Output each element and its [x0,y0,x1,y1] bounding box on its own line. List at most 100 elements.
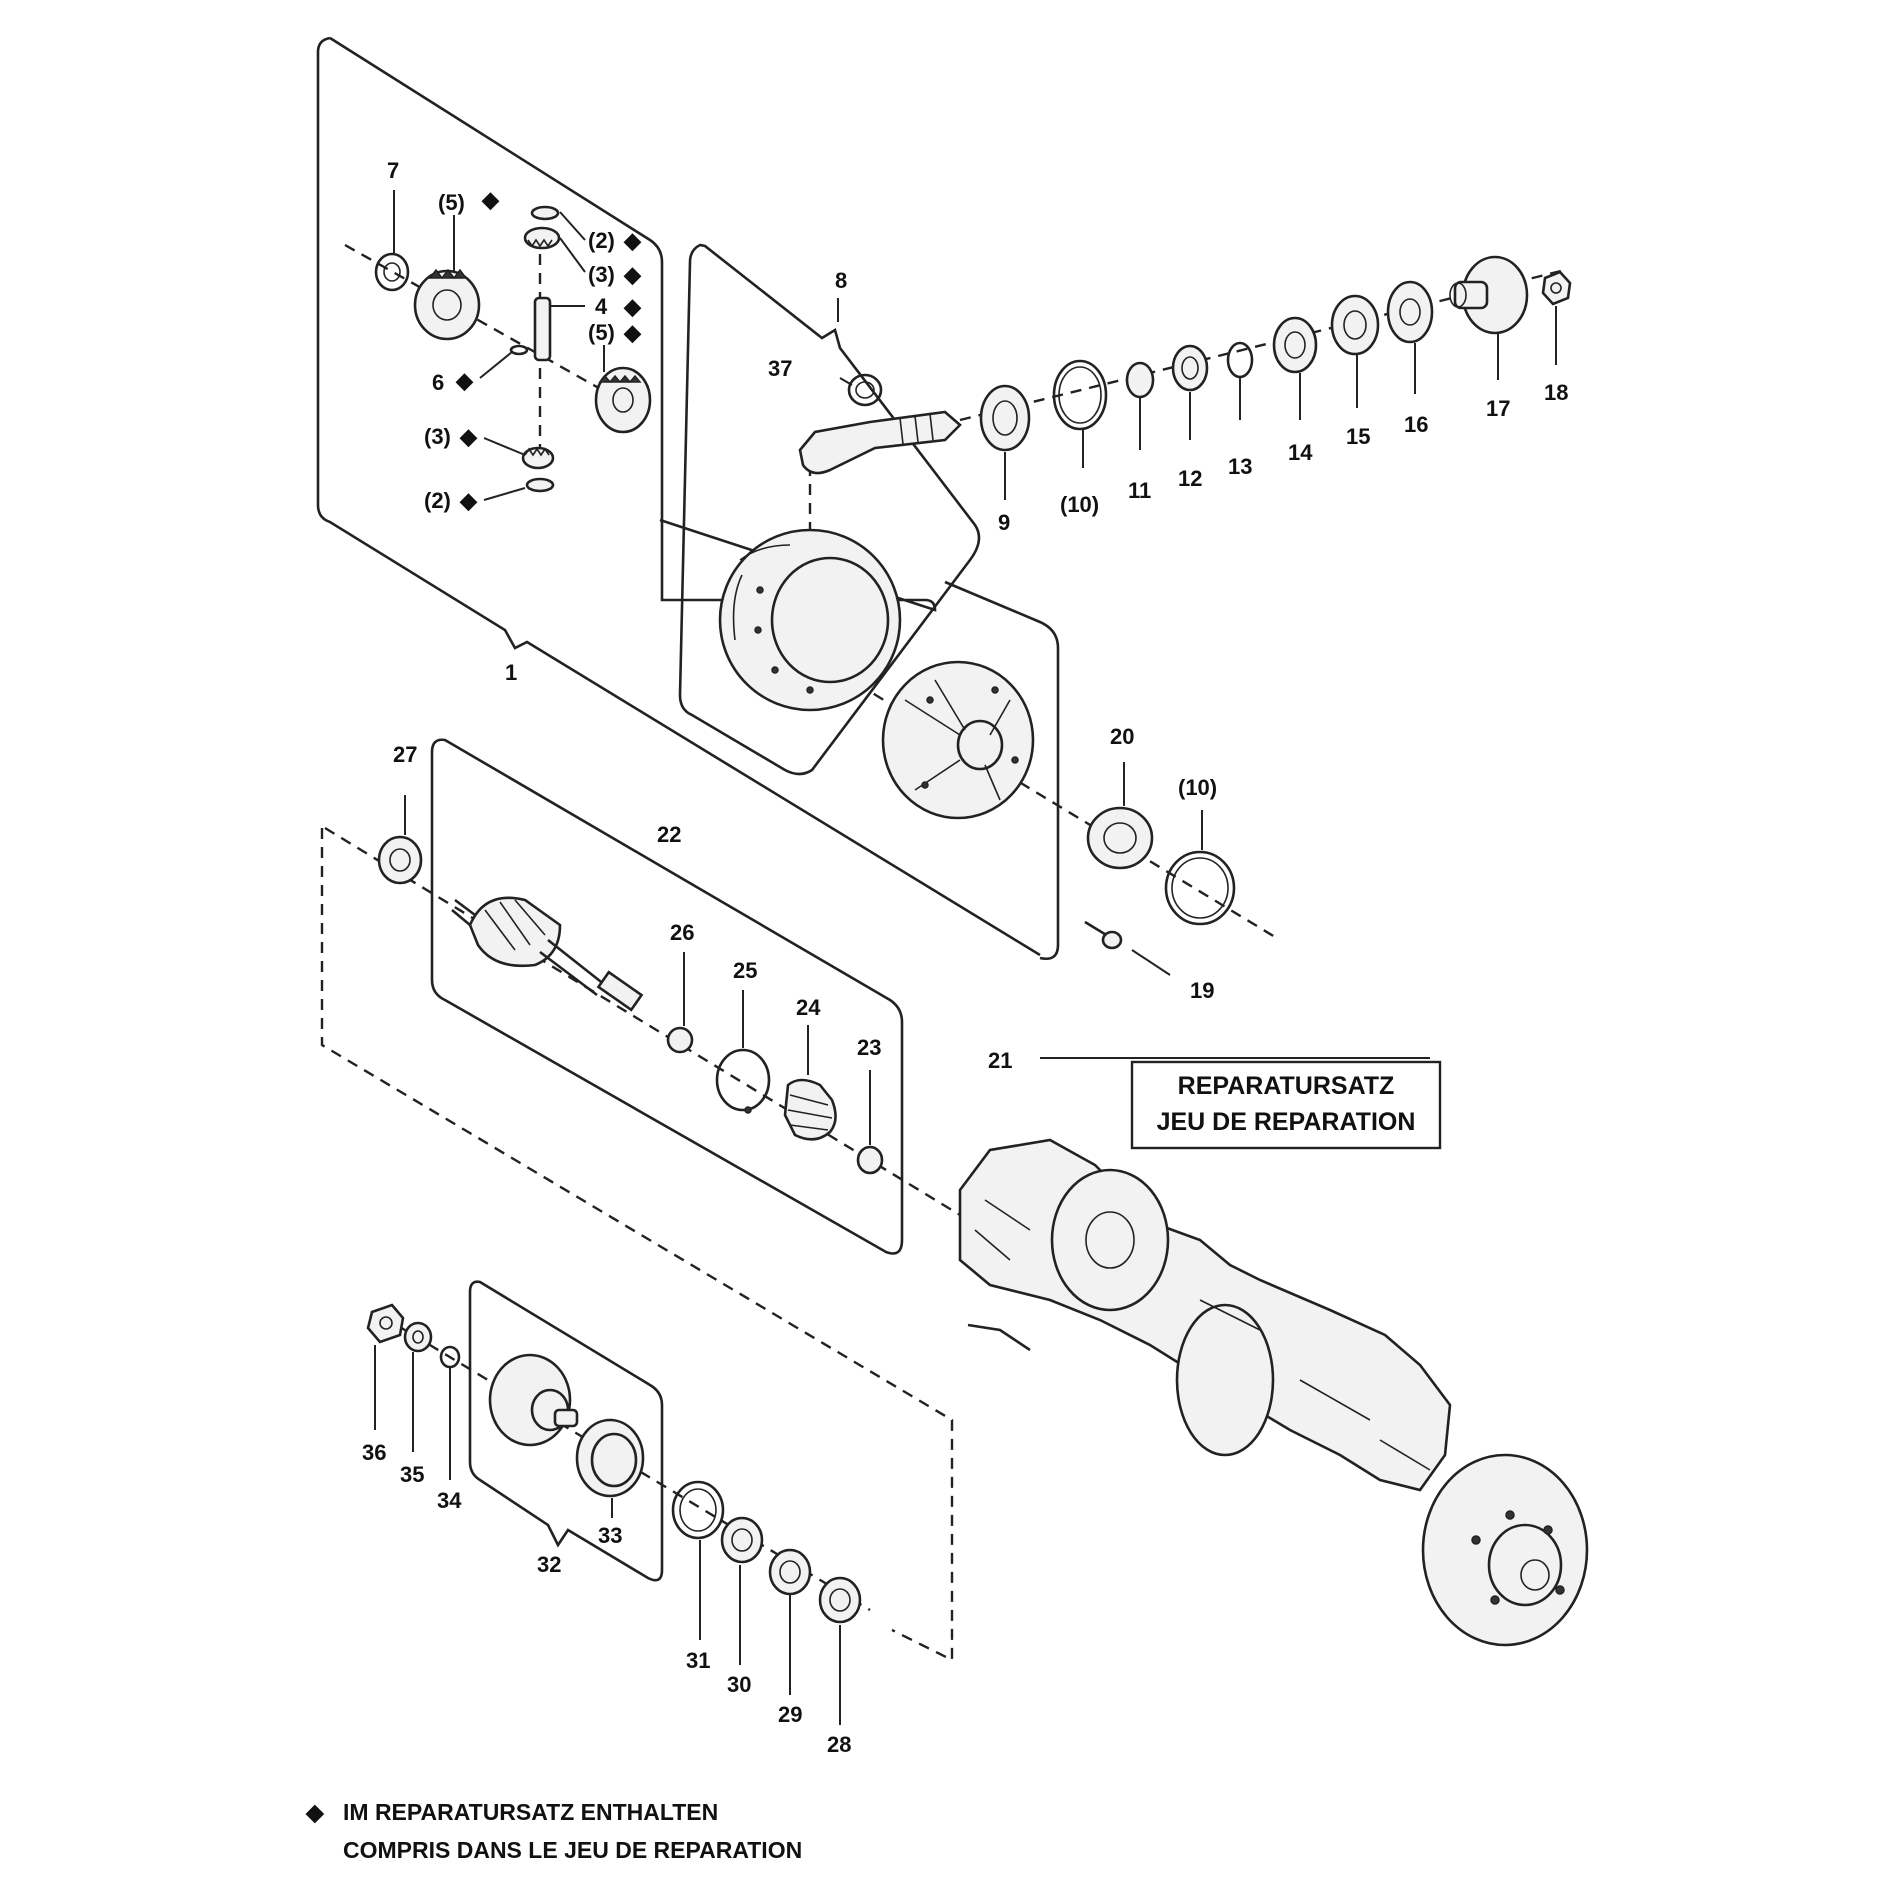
label-part-33: 33 [598,1523,622,1548]
label-part-6: 6 [432,370,444,395]
label-part-20: 20 [1110,724,1134,749]
label-part-11: 11 [1128,478,1151,503]
label-part-2-top: (2) [588,228,615,253]
label-part-23: 23 [857,1035,881,1060]
part-7-thrust-washer[interactable] [374,252,410,292]
axle-housing-assembly[interactable] [958,1138,1589,1647]
part-29-bearing[interactable] [768,1548,812,1596]
marker-diamond: ◆ [481,187,500,212]
part-34-ring[interactable] [439,1345,461,1369]
label-part-16: 16 [1404,412,1428,437]
label-part-25: 25 [733,958,757,983]
panel-differential-case [944,580,1060,960]
legend-line-1: IM REPARATURSATZ ENTHALTEN [343,1799,718,1825]
label-part-2-bottom: (2) [424,488,451,513]
part-9-bearing[interactable] [979,384,1031,452]
label-part-4: 4 [595,294,608,319]
label-part-37: 37 [768,356,792,381]
part-23-clamp-small[interactable] [856,1145,884,1175]
label-part-34: 34 [437,1488,462,1513]
label-part-36: 36 [362,1440,386,1465]
part-24-boot[interactable] [783,1078,837,1141]
label-part-7: 7 [387,158,399,183]
repair-kit-line-2: JEU DE REPARATION [1157,1108,1416,1136]
label-part-26: 26 [670,920,694,945]
part-30-seal[interactable] [720,1516,764,1564]
leader-lines [374,190,1557,1725]
repair-kit-box: REPARATURSATZ JEU DE REPARATION [1130,1060,1442,1150]
part-20-bearing[interactable] [1086,806,1154,870]
part-25-clamp[interactable] [715,1048,771,1114]
label-part-19: 19 [1190,978,1214,1003]
part-3-pinion-gear-top[interactable] [523,226,561,250]
axis-line-outer-boundary [320,828,954,1662]
marker-diamond: ◆ [459,488,478,513]
marker-diamond: ◆ [623,228,642,253]
label-part-3-bottom: (3) [424,424,451,449]
repair-kit-line-1: REPARATURSATZ [1178,1072,1395,1100]
part-2-thrust-washer-bottom[interactable] [525,477,555,493]
part-36-nut[interactable] [366,1303,405,1344]
part-3-pinion-gear-bottom[interactable] [521,446,555,470]
part-31-ring[interactable] [671,1480,725,1540]
label-part-1: 1 [505,660,517,685]
part-16-dust-deflector[interactable] [1386,280,1434,344]
label-part-15: 15 [1346,424,1370,449]
label-part-5-mid: (5) [588,320,615,345]
label-part-31: 31 [686,1648,710,1673]
label-part-32: 32 [537,1552,561,1577]
part-15-seal[interactable] [1330,294,1380,356]
part-26-circlip-small[interactable] [666,1026,694,1054]
label-part-35: 35 [400,1462,424,1487]
part-labels: 7 (5) (2) (3) 4 (5) 6 (3) (2) 1 8 37 9 (… [362,158,1568,1757]
part-5-side-gear-upper[interactable] [413,268,481,341]
part-28-bearing[interactable] [818,1576,862,1624]
ring-gear[interactable] [718,528,902,712]
part-6-pin-lock[interactable] [509,344,529,356]
panel-hub [468,1280,664,1582]
part-4-cross-pin[interactable] [533,296,552,362]
drive-shaft-assembly[interactable] [451,896,644,1012]
legend-line-2: COMPRIS DANS LE JEU DE REPARATION [343,1837,802,1863]
marker-diamond: ◆ [623,262,642,287]
part-11-collapsible-spacer[interactable] [1125,361,1155,399]
label-part-14: 14 [1288,440,1313,465]
part-2-thrust-washer-top[interactable] [530,205,560,221]
marker-diamond: ◆ [623,294,642,319]
label-part-10-top: (10) [1060,492,1099,517]
label-part-22: 22 [657,822,681,847]
panel-ring-pinion [678,243,981,776]
part-10-shim-ring[interactable] [1052,359,1108,431]
part-13-shim[interactable] [1226,341,1254,379]
differential-case[interactable] [881,660,1035,820]
label-part-17: 17 [1486,396,1510,421]
hub-flange[interactable] [488,1353,579,1447]
label-part-13: 13 [1228,454,1252,479]
label-part-24: 24 [796,995,821,1020]
part-14-oil-seal[interactable] [1272,316,1318,374]
repair-kit-markers: ◆ ◆ ◆ ◆ ◆ ◆ ◆ ◆ [455,187,642,513]
part-27-seal[interactable] [377,835,423,885]
part-12-bearing[interactable] [1171,344,1209,392]
part-35-washer[interactable] [403,1321,433,1353]
label-part-10-mid: (10) [1178,775,1217,800]
part-10-shim-ring-lower[interactable] [1164,850,1236,926]
marker-diamond: ◆ [623,320,642,345]
part-5-side-gear-lower[interactable] [594,366,652,434]
axis-line-shaft [324,826,961,1217]
label-part-18: 18 [1544,380,1568,405]
label-part-5-top: (5) [438,190,465,215]
part-37-shim[interactable] [847,373,883,407]
part-33-seal[interactable] [575,1418,645,1498]
legend-diamond-icon: ◆ [305,1799,325,1825]
label-part-27: 27 [393,742,417,767]
panel-drive-shaft [430,738,904,1255]
pinion-shaft[interactable] [798,410,962,475]
label-part-30: 30 [727,1672,751,1697]
part-17-companion-flange[interactable] [1449,255,1529,335]
marker-diamond: ◆ [455,368,474,393]
part-18-nut[interactable] [1541,270,1572,306]
part-19-bolt[interactable] [1084,920,1123,950]
